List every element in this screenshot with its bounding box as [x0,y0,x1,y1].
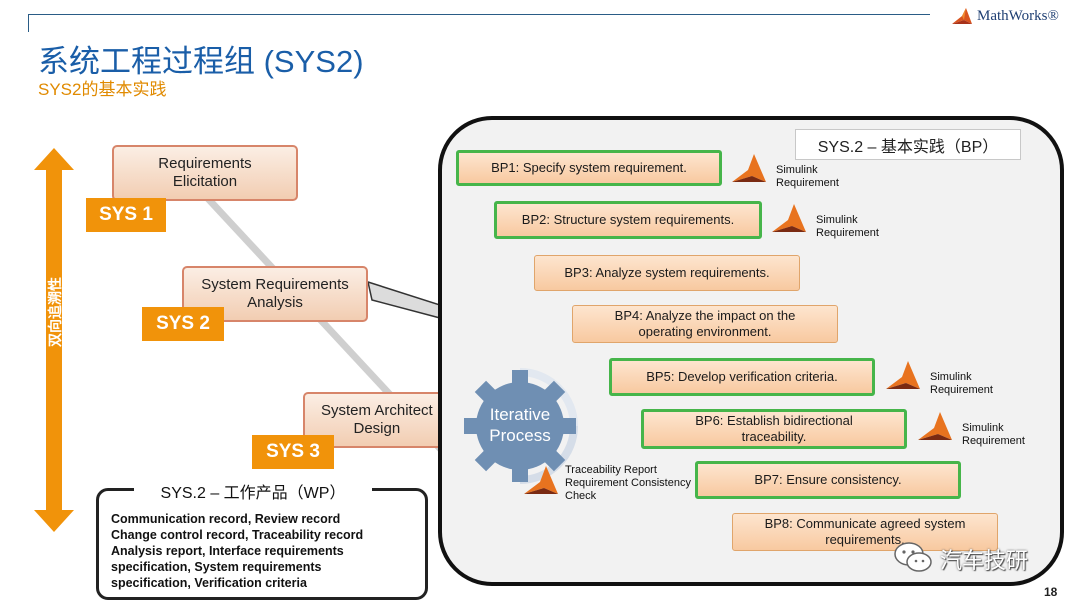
wp-line-5: specification, Verification criteria [111,576,307,590]
bp4-label: BP4: Analyze the impact on the operating… [614,308,796,339]
sys1-tag: SYS 1 [86,198,166,232]
bp7-label: BP7: Ensure consistency. [754,472,902,487]
bp1-label: BP1: Specify system requirement. [491,160,687,175]
bp2-box: BP2: Structure system requirements. [494,201,762,239]
simulink-icon [732,154,766,182]
mathworks-logo-text: MathWorks® [977,8,1059,24]
bp-panel-header: SYS.2 – 基本实践（BP） [795,129,1021,160]
bp3-box: BP3: Analyze system requirements. [534,255,800,291]
wechat-icon [894,542,932,572]
page-subtitle: SYS2的基本实践 [38,80,167,99]
stage-sys1-label: Requirements Elicitation [158,155,252,190]
stage-sys3-box: System Architect Design [303,392,453,448]
bidirectional-traceability-label: 双向追溯性 [47,277,63,347]
watermark-text: 汽车技研 [940,548,1029,573]
page-title: 系统工程过程组 (SYS2) [38,44,364,79]
header-rule-tick [28,14,29,32]
bp3-label: BP3: Analyze system requirements. [564,265,770,280]
gear-icon [464,368,578,484]
wp-line-4: specification, System requirements [111,560,322,574]
wp-panel-header: SYS.2 – 工作产品（WP） [134,480,372,502]
stage-sys2-box: System Requirements Analysis [182,266,368,322]
base-practice-panel [438,116,1064,586]
wp-line-3: Analysis report, Interface requirements [111,544,344,558]
wp-line-1: Communication record, Review record [111,512,341,526]
page-number: 18 [1044,585,1058,599]
bp1-tool-label: Simulink Requirement [776,164,839,189]
sys3-tag: SYS 3 [252,435,334,469]
bp7-box: BP7: Ensure consistency. [695,461,961,499]
simulink-icon [918,412,952,440]
wp-line-2: Change control record, Traceability reco… [111,528,364,542]
bp5-tool-label: Simulink Requirement [930,371,993,396]
traceability-report-label: Traceability Report Requirement Consiste… [565,464,691,502]
simulink-icon [886,361,920,389]
header-rule [28,14,930,15]
bp8-label: BP8: Communicate agreed system requireme… [764,516,966,547]
stage-sys2-label: System Requirements Analysis [201,276,349,311]
simulink-icon [524,466,558,494]
bp6-label: BP6: Establish bidirectional traceabilit… [695,413,853,444]
callout-pointer [366,280,441,319]
bp1-box: BP1: Specify system requirement. [456,150,722,186]
bp2-tool-label: Simulink Requirement [816,214,879,239]
stage-sys3-label: System Architect Design [321,402,433,437]
bp5-label: BP5: Develop verification criteria. [646,369,838,384]
bp4-box: BP4: Analyze the impact on the operating… [572,305,838,343]
bidirectional-arrow-icon [34,148,74,532]
bp5-box: BP5: Develop verification criteria. [609,358,875,396]
mathworks-membrane-icon [952,8,972,24]
bp6-tool-label: Simulink Requirement [962,422,1025,447]
bp2-label: BP2: Structure system requirements. [521,212,735,227]
stage-sys1-box: Requirements Elicitation [112,145,298,201]
bp6-box: BP6: Establish bidirectional traceabilit… [641,409,907,449]
gear-label: Iterative Process [489,405,551,445]
bp8-box: BP8: Communicate agreed system requireme… [732,513,998,551]
sys2-tag: SYS 2 [142,307,224,341]
simulink-icon [772,204,806,232]
